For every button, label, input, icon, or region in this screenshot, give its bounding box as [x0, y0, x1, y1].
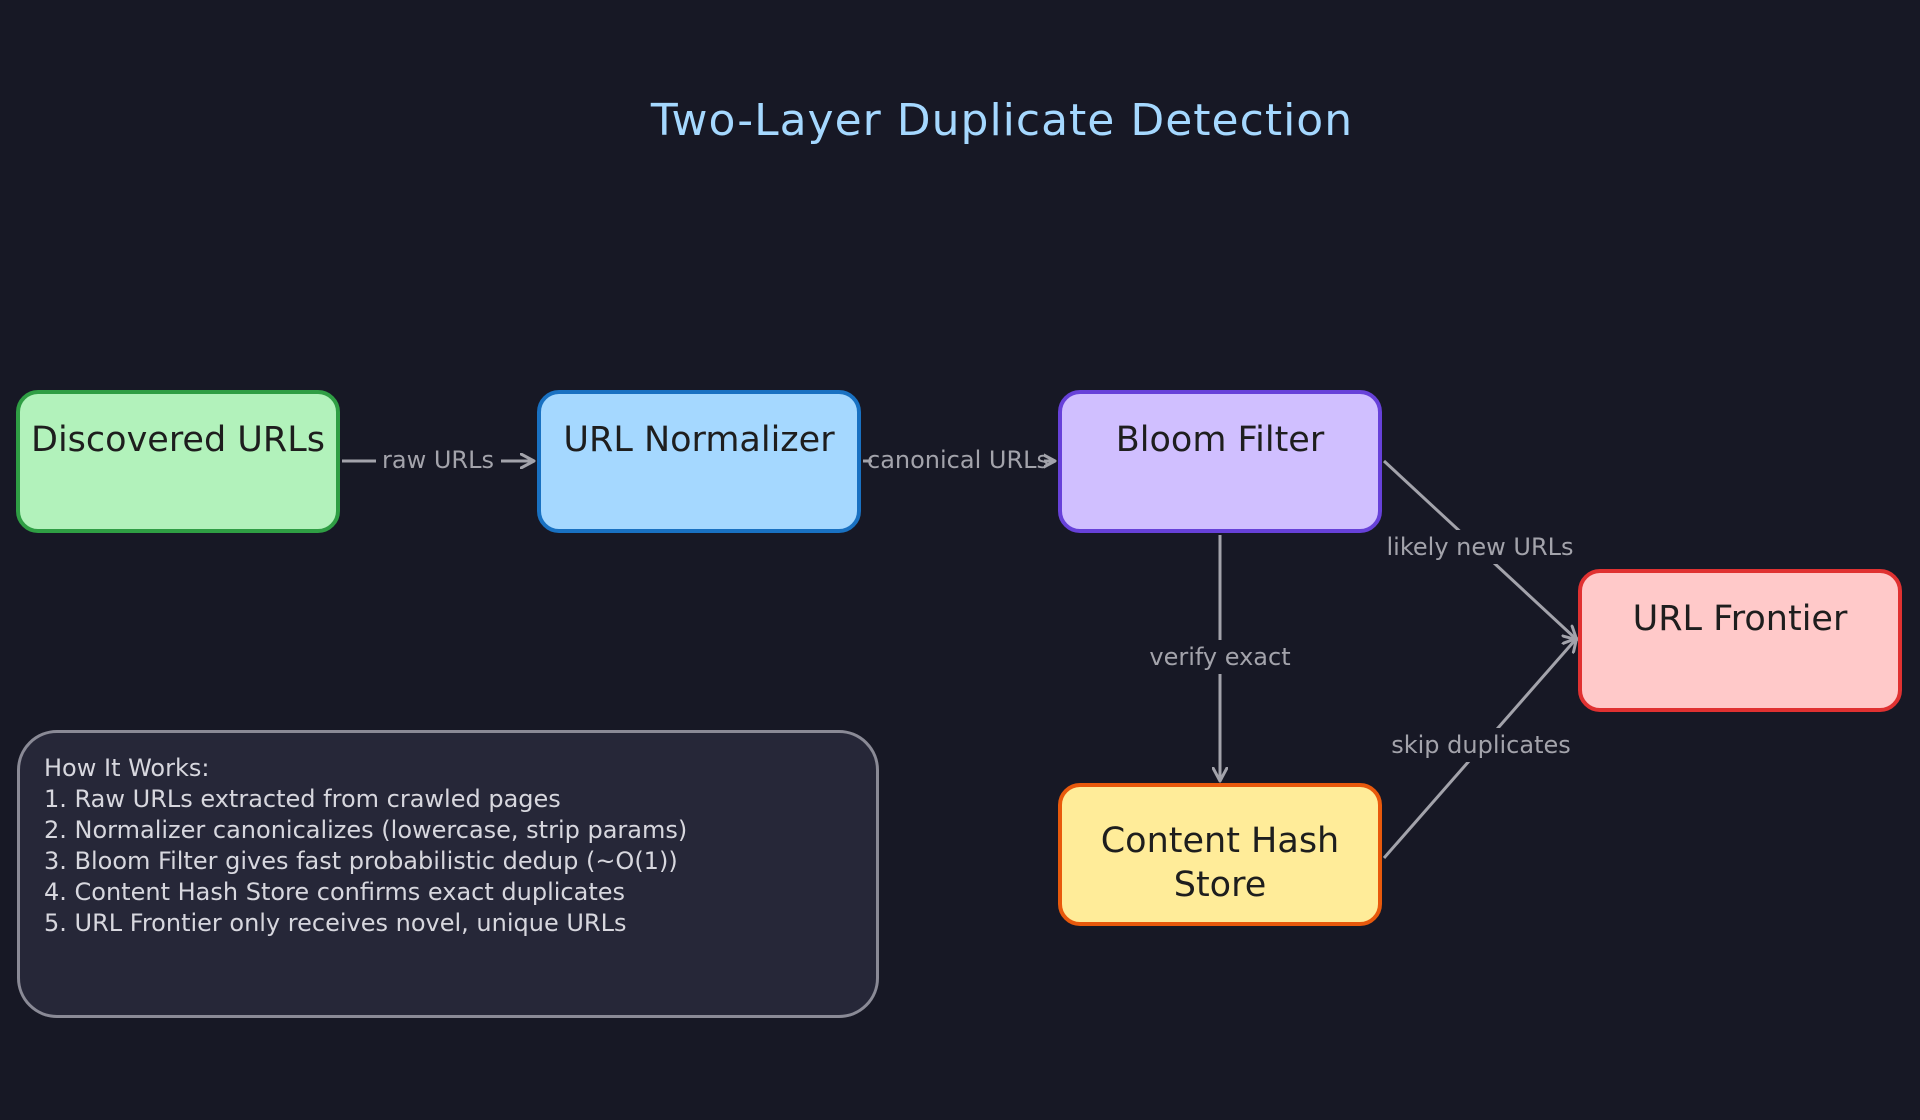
node-frontier-label: URL Frontier	[1632, 599, 1848, 639]
node-url-frontier: URL Frontier	[1578, 569, 1902, 712]
how-it-works-note: How It Works: 1. Raw URLs extracted from…	[17, 730, 879, 1018]
edge-label-canonical: canonical URLs	[867, 446, 1049, 474]
edge-label-raw: raw URLs	[382, 446, 494, 474]
edge-label-verify: verify exact	[1149, 643, 1290, 671]
diagram-title: Two-Layer Duplicate Detection	[650, 95, 1354, 146]
node-discovered-label: Discovered URLs	[31, 420, 325, 460]
edge-label-likely-new: likely new URLs	[1387, 533, 1574, 561]
node-discovered-urls: Discovered URLs	[16, 390, 340, 533]
node-normalizer-label: URL Normalizer	[563, 420, 835, 460]
node-hash-label: Content Hash Store	[1100, 821, 1340, 905]
notes-heading: How It Works:	[44, 754, 210, 782]
notes-line: 5. URL Frontier only receives novel, uni…	[44, 909, 627, 937]
edge-label-skip: skip duplicates	[1391, 731, 1571, 759]
node-bloom-filter: Bloom Filter	[1058, 390, 1382, 533]
notes-line: 1. Raw URLs extracted from crawled pages	[44, 785, 561, 813]
node-content-hash-store: Content Hash Store	[1058, 783, 1382, 926]
notes-line: 3. Bloom Filter gives fast probabilistic…	[44, 847, 678, 875]
node-url-normalizer: URL Normalizer	[537, 390, 861, 533]
notes-line: 4. Content Hash Store confirms exact dup…	[44, 878, 626, 906]
node-bloom-label: Bloom Filter	[1115, 420, 1325, 460]
notes-line: 2. Normalizer canonicalizes (lowercase, …	[44, 816, 688, 844]
